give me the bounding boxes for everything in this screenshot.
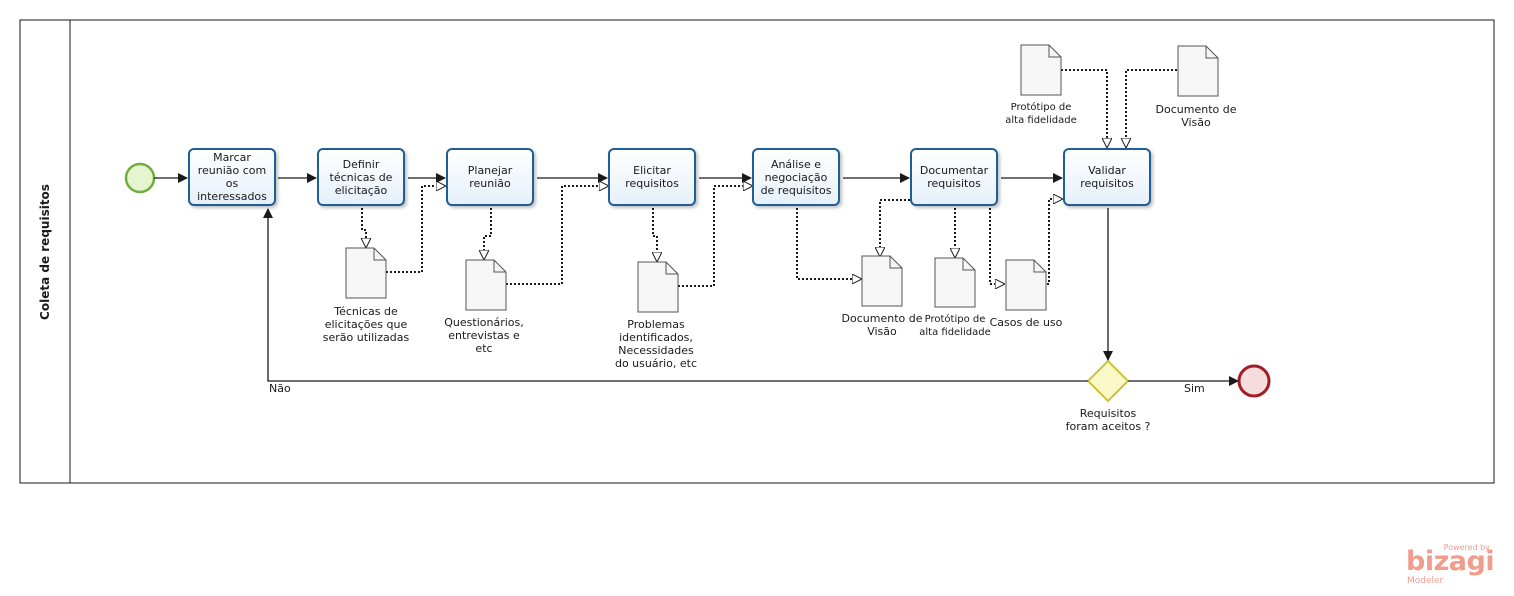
- assoc-tecnicas-to-planejar: [386, 186, 445, 273]
- artifact-label-questionarios: Questionários, entrevistas e etc: [444, 316, 524, 355]
- end-event[interactable]: [1237, 364, 1271, 398]
- assoc-prototipo-top-to-validar: [1061, 69, 1107, 147]
- logo-brand: bizagi: [1406, 546, 1495, 577]
- artifact-label-docvisao-bottom: Documento de Visão: [841, 312, 923, 338]
- task-analise-negociacao[interactable]: Análise e negociação de requisitos: [752, 148, 840, 206]
- pool-border: [19, 19, 1495, 484]
- data-object-icon-questionarios[interactable]: [465, 259, 507, 311]
- data-object-icon-problemas[interactable]: [637, 261, 679, 313]
- artifact-label-docvisao-top: Documento de Visão: [1155, 103, 1237, 129]
- data-object-icon-casos-uso[interactable]: [1005, 259, 1047, 311]
- task-validar-requisitos[interactable]: Validar requisitos: [1063, 148, 1151, 206]
- data-associations: [361, 69, 1177, 287]
- data-objects: [345, 44, 1219, 313]
- artifact-label-casos-uso: Casos de uso: [989, 316, 1063, 329]
- data-object-icon-docvisao-top[interactable]: [1177, 45, 1219, 97]
- logo-powered-by: Powered by: [1443, 543, 1490, 552]
- task-marcar-reuniao[interactable]: Marcar reunião com os interessados: [188, 148, 276, 206]
- pool-header: Coleta de requisitos: [20, 20, 70, 483]
- data-object-icon-tecnicas[interactable]: [345, 247, 387, 299]
- sequence-flows: [154, 173, 1239, 386]
- assoc-definir-to-tecnicas: [361, 208, 366, 247]
- logo-modeler: Modeler: [1407, 576, 1444, 586]
- data-object-icon-prototipo-bottom[interactable]: [934, 257, 976, 308]
- assoc-docvisao-top-to-validar: [1126, 69, 1177, 147]
- assoc-casos-to-validar: [1047, 199, 1062, 285]
- artifact-label-problemas: Problemas identificados, Necessidades do…: [614, 318, 698, 370]
- assoc-planejar-to-questionarios: [484, 208, 492, 259]
- gateway-diamond[interactable]: [1086, 359, 1130, 403]
- task-definir-tecnicas[interactable]: Definir técnicas de elicitação: [317, 148, 405, 206]
- flow-gateway-back-to-marcar: [263, 208, 1088, 382]
- artifact-label-tecnicas: Técnicas de elicitações que serão utiliz…: [322, 305, 410, 344]
- assoc-documentar-to-casos: [989, 208, 1004, 284]
- data-object-icon-docvisao-bottom[interactable]: [861, 255, 903, 307]
- task-documentar-requisitos[interactable]: Documentar requisitos: [910, 148, 998, 206]
- artifact-label-prototipo-top: Protótipo de alta fidelidade: [1005, 102, 1077, 126]
- artifact-label-prototipo-bottom: Protótipo de alta fidelidade: [919, 314, 991, 338]
- bizagi-logo: Powered by bizagi Modeler: [1406, 540, 1496, 590]
- assoc-questionarios-to-elicitar: [506, 186, 608, 285]
- assoc-documentar-to-docvisao: [880, 199, 910, 256]
- start-event[interactable]: [124, 162, 156, 194]
- assoc-elicitar-to-problemas: [652, 208, 657, 261]
- data-object-icon-prototipo-top[interactable]: [1020, 44, 1062, 96]
- assoc-problemas-to-analise: [678, 186, 752, 287]
- pool-label: Coleta de requisitos: [38, 183, 52, 320]
- assoc-analise-to-docvisao: [796, 208, 861, 279]
- task-planejar-reuniao[interactable]: Planejar reunião: [446, 148, 534, 206]
- flow-label-sim: Sim: [1184, 382, 1205, 395]
- flow-label-nao: Não: [269, 382, 291, 395]
- gateway-label: Requisitos foram aceitos ?: [1065, 407, 1151, 433]
- task-elicitar-requisitos[interactable]: Elicitar requisitos: [608, 148, 696, 206]
